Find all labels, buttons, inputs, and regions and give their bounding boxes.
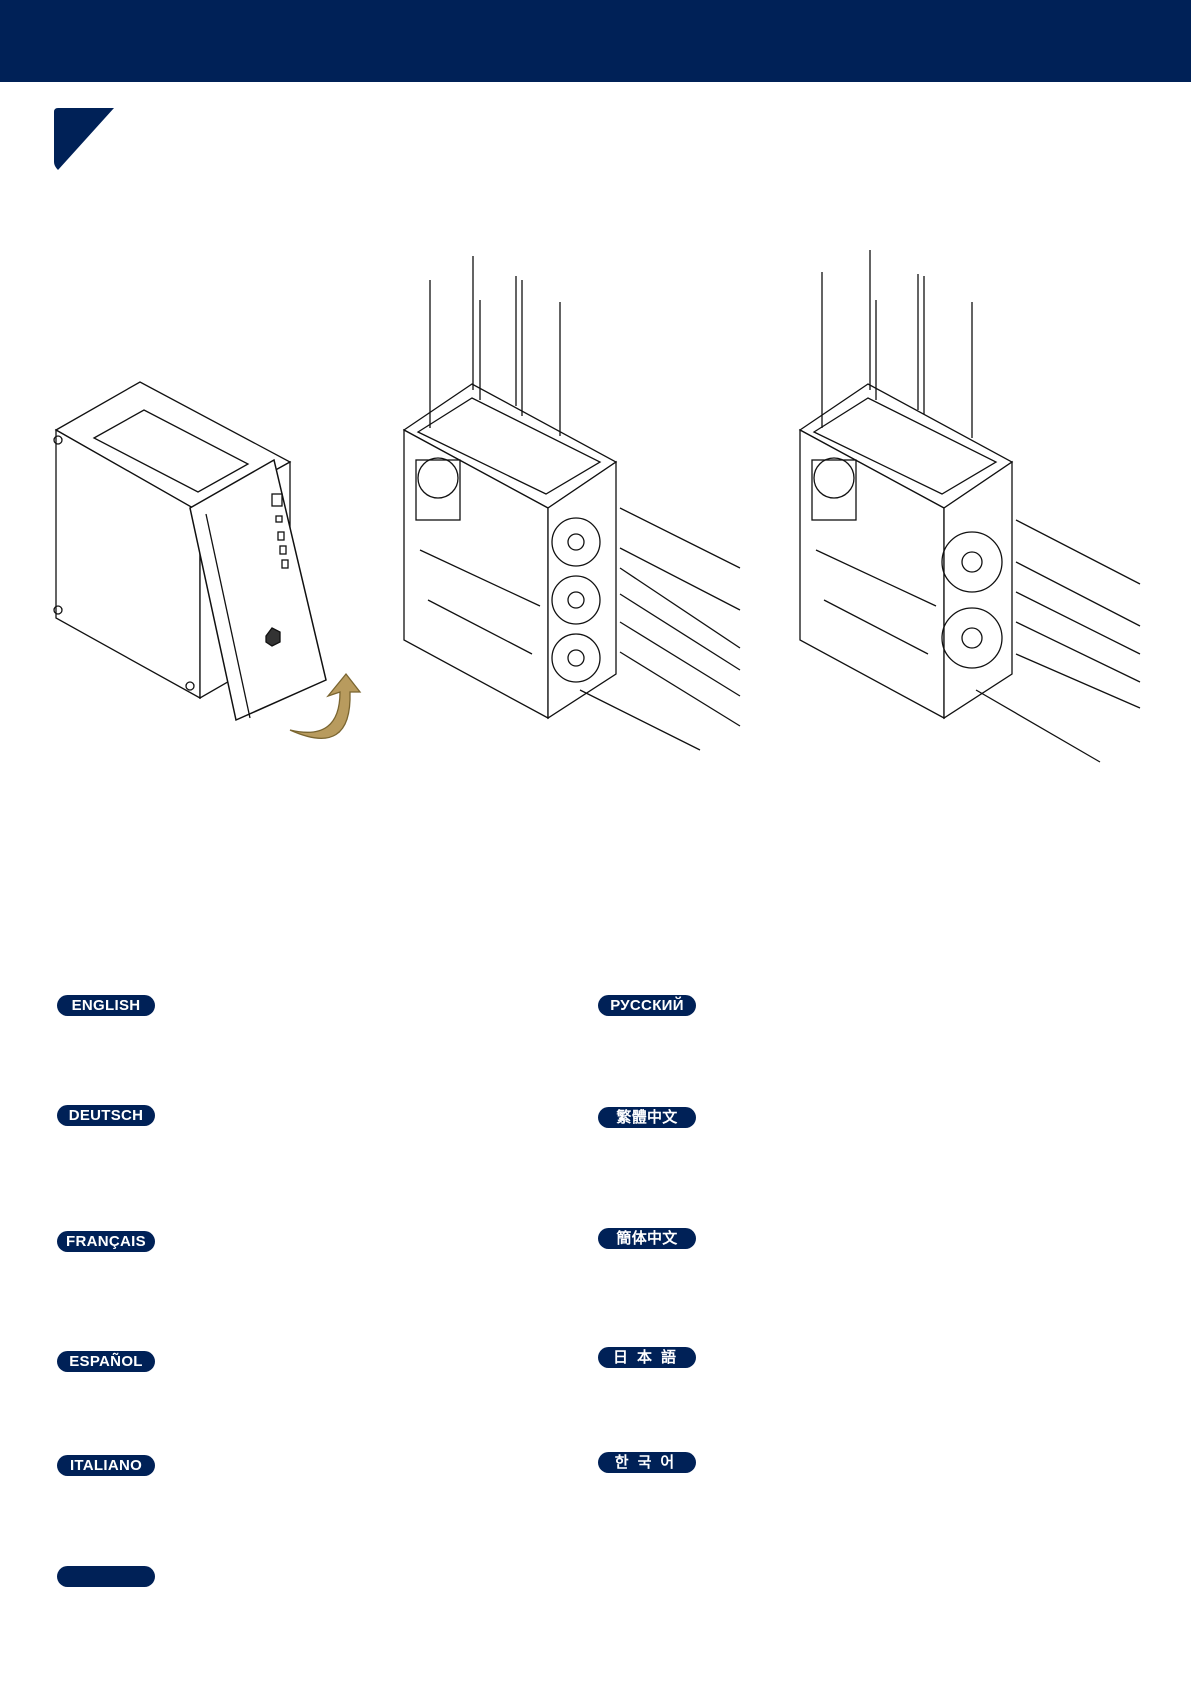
- installation-figures: [53, 250, 1141, 763]
- language-badge-english: ENGLISH: [57, 995, 155, 1016]
- case-fan-install-figure-2: [798, 250, 1141, 763]
- language-badge-russian: РУССКИЙ: [598, 995, 696, 1016]
- language-badge-simplified-chinese: 簡体中文: [598, 1228, 696, 1249]
- case-front-panel-figure: [53, 381, 327, 722]
- language-badge-italiano: ITALIANO: [57, 1455, 155, 1476]
- language-badge-japanese: 日本語: [598, 1347, 696, 1368]
- language-badge-deutsch: DEUTSCH: [57, 1105, 155, 1126]
- header-bar: [0, 0, 1191, 82]
- language-badge-francais: FRANÇAIS: [57, 1231, 155, 1252]
- step-marker-icon: [54, 108, 114, 170]
- language-badge-blank: [57, 1566, 155, 1587]
- rotate-arrow-icon: [289, 672, 362, 739]
- language-badge-espanol: ESPAÑOL: [57, 1351, 155, 1372]
- language-badge-korean: 한국어: [598, 1452, 696, 1473]
- language-badge-traditional-chinese: 繁體中文: [598, 1107, 696, 1128]
- case-fan-install-figure-1: [402, 256, 741, 751]
